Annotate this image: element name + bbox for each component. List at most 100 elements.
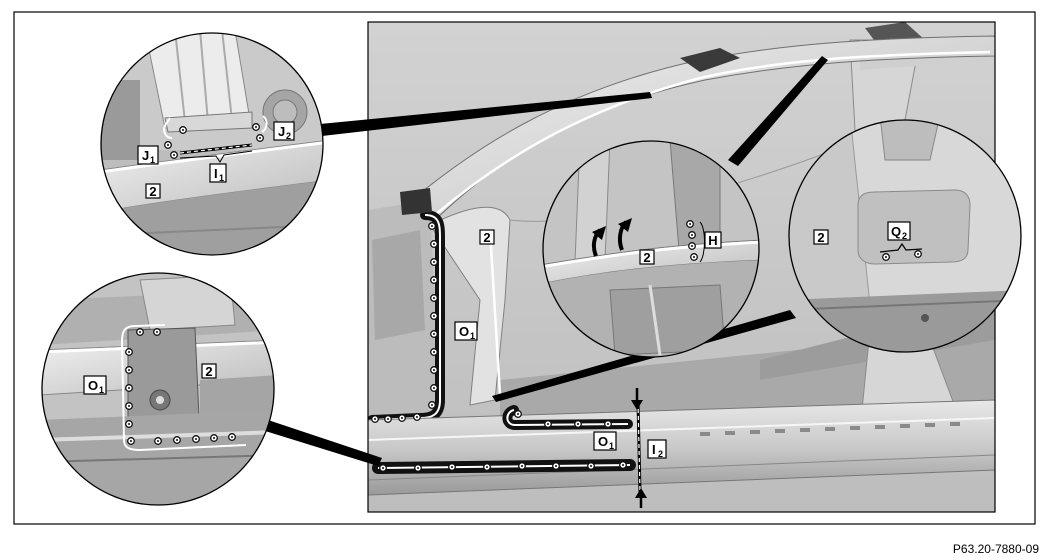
label-j2: J 2 bbox=[273, 121, 295, 141]
bolt-icon bbox=[173, 436, 181, 444]
bolt-icon bbox=[430, 258, 438, 266]
bolt-icon bbox=[448, 463, 456, 471]
bolt-icon bbox=[154, 437, 162, 445]
bolt-icon bbox=[179, 126, 187, 134]
bolt-icon bbox=[125, 384, 133, 392]
svg-text:O: O bbox=[459, 324, 469, 339]
label-2-o: 2 bbox=[201, 363, 217, 379]
sill-lower-bolts bbox=[379, 461, 627, 472]
svg-text:2: 2 bbox=[205, 364, 212, 379]
svg-text:1: 1 bbox=[219, 173, 224, 183]
svg-text:J: J bbox=[142, 148, 149, 163]
svg-text:O: O bbox=[88, 378, 98, 393]
svg-text:2: 2 bbox=[817, 230, 824, 245]
svg-text:2: 2 bbox=[286, 131, 291, 141]
bolt-icon bbox=[483, 463, 491, 471]
bolt-icon bbox=[164, 141, 172, 149]
svg-text:1: 1 bbox=[470, 331, 475, 341]
detail-circle-h: H 2 bbox=[542, 140, 760, 358]
bolt-icon bbox=[371, 415, 379, 423]
bolt-icon bbox=[153, 328, 161, 336]
bolt-icon bbox=[688, 242, 696, 250]
bolt-icon bbox=[430, 384, 438, 392]
bolt-icon bbox=[428, 222, 436, 230]
bolt-icon bbox=[414, 464, 422, 472]
callout-leaders bbox=[262, 56, 828, 466]
bolt-icon bbox=[430, 366, 438, 374]
label-o1: O 1 bbox=[83, 375, 107, 395]
bolt-icon bbox=[398, 414, 406, 422]
svg-text:Q: Q bbox=[891, 224, 901, 239]
bolt-icon bbox=[170, 151, 178, 159]
svg-text:I: I bbox=[652, 442, 656, 457]
main-label-i2: I 2 bbox=[647, 439, 667, 459]
bolt-icon bbox=[430, 348, 438, 356]
bolt-icon bbox=[252, 123, 260, 131]
svg-text:I: I bbox=[214, 166, 218, 181]
label-2-j: 2 bbox=[145, 183, 161, 199]
curved-arrow-icon bbox=[591, 226, 606, 257]
bolt-icon bbox=[604, 420, 612, 428]
main-body-panel bbox=[368, 22, 995, 512]
outer-frame bbox=[13, 11, 1036, 525]
bolt-icon bbox=[587, 462, 595, 470]
figure-code: P63.20-7880-09 bbox=[952, 542, 1039, 556]
label-h: H bbox=[704, 231, 722, 249]
bolt-icon bbox=[514, 410, 522, 418]
bolt-icon bbox=[688, 231, 696, 239]
bolt-icon bbox=[125, 420, 133, 428]
bolt-icon bbox=[136, 328, 144, 336]
svg-text:H: H bbox=[708, 233, 717, 248]
svg-text:1: 1 bbox=[609, 441, 614, 451]
bolt-icon bbox=[574, 420, 582, 428]
bolt-icon bbox=[686, 220, 694, 228]
bolt-icon bbox=[228, 433, 236, 441]
label-i1: I 1 bbox=[209, 163, 227, 183]
detail-circle-o: O 1 2 bbox=[41, 272, 275, 506]
bolt-icon bbox=[125, 402, 133, 410]
bolt-icon bbox=[413, 413, 421, 421]
bolt-icon bbox=[125, 366, 133, 374]
bolt-icon bbox=[210, 434, 218, 442]
bolt-icon bbox=[430, 294, 438, 302]
cut-line-i2 bbox=[631, 388, 647, 508]
bolt-icon bbox=[384, 415, 392, 423]
bolt-icon bbox=[552, 462, 560, 470]
bolt-icon bbox=[430, 240, 438, 248]
svg-text:1: 1 bbox=[99, 385, 104, 395]
bolt-icon bbox=[430, 276, 438, 284]
bolt-icon bbox=[379, 464, 387, 472]
bolt-icon bbox=[518, 462, 526, 470]
bolt-icon bbox=[428, 401, 436, 409]
svg-text:J: J bbox=[278, 124, 285, 139]
bolt-icon bbox=[430, 312, 438, 320]
main-front-bolts bbox=[371, 222, 438, 423]
svg-text:2: 2 bbox=[149, 184, 156, 199]
arrow-up-icon bbox=[635, 488, 647, 508]
main-label-o1-front: O 1 bbox=[454, 321, 478, 341]
bolt-icon bbox=[430, 330, 438, 338]
svg-text:1: 1 bbox=[150, 155, 155, 165]
svg-text:2: 2 bbox=[658, 449, 663, 459]
main-label-o1-sill: O 1 bbox=[593, 431, 617, 451]
bolt-icon bbox=[125, 348, 133, 356]
sill-upper-bolts bbox=[514, 410, 612, 428]
bolt-icon bbox=[619, 461, 627, 469]
bolt-icon bbox=[544, 420, 552, 428]
svg-text:2: 2 bbox=[483, 230, 490, 245]
bolt-icon bbox=[256, 134, 264, 142]
label-2-q: 2 bbox=[813, 229, 829, 245]
bolt-icon bbox=[192, 435, 200, 443]
bolt-icon bbox=[914, 250, 922, 258]
bolt-icon bbox=[690, 253, 698, 261]
curved-arrow-icon bbox=[617, 218, 632, 251]
label-j1: J 1 bbox=[137, 145, 159, 165]
detail-circle-j: J 1 J 2 I 1 2 bbox=[100, 32, 324, 256]
label-2-h: 2 bbox=[639, 249, 655, 265]
bolt-icon bbox=[882, 253, 890, 261]
svg-text:2: 2 bbox=[902, 231, 907, 241]
svg-text:2: 2 bbox=[643, 250, 650, 265]
main-label-2-apillar: 2 bbox=[479, 229, 495, 245]
label-q2: Q 2 bbox=[887, 221, 911, 241]
